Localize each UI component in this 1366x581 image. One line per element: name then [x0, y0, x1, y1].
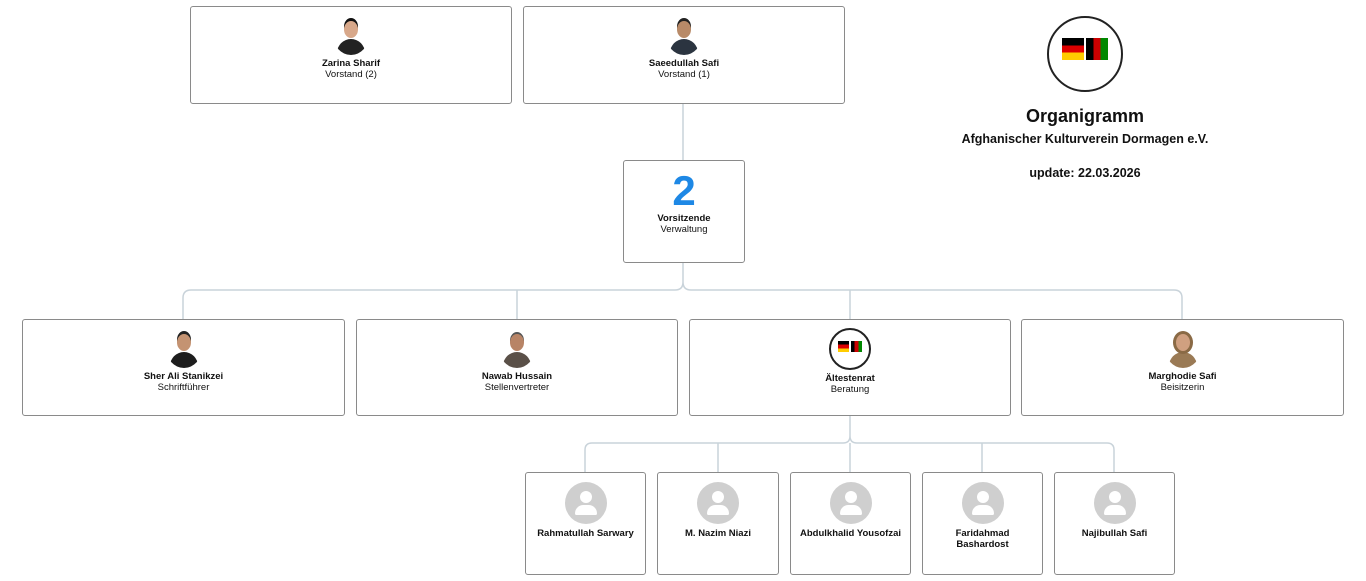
board-card-saeedullah[interactable]: Saeedullah Safi Vorstand (1) [523, 6, 845, 104]
person-name: Najibullah Safi [1081, 528, 1148, 539]
board-card-zarina[interactable]: Zarina Sharif Vorstand (2) [190, 6, 512, 104]
person-name: M. Nazim Niazi [685, 528, 751, 539]
user-placeholder-icon [829, 482, 872, 524]
avatar [499, 328, 535, 368]
avatar [666, 15, 702, 55]
person-role: Beratung [830, 384, 870, 395]
chair-role: Verwaltung [660, 224, 708, 235]
elder-card[interactable]: Najibullah Safi [1054, 472, 1175, 575]
club-logo [1047, 16, 1123, 92]
person-role: Vorstand (2) [325, 69, 377, 80]
person-name: Saeedullah Safi [648, 58, 720, 69]
club-logo [829, 328, 871, 370]
avatar [166, 328, 202, 368]
person-name: Marghodie Safi [1148, 371, 1217, 382]
member-card[interactable]: Sher Ali Stanikzei Schriftführer [22, 319, 345, 416]
person-name: Nawab Hussain [481, 371, 553, 382]
elder-card[interactable]: Faridahmad Bashardost [922, 472, 1043, 575]
avatar [333, 15, 369, 55]
page-subtitle: Afghanischer Kulturverein Dormagen e.V. [961, 132, 1209, 146]
person-name: Abdulkhalid Yousofzai [800, 528, 901, 539]
user-placeholder-icon [564, 482, 607, 524]
person-name: Faridahmad Bashardost [955, 528, 1010, 550]
person-role: Vorstand (1) [658, 69, 710, 80]
elder-card[interactable]: M. Nazim Niazi [657, 472, 779, 575]
person-role: Stellenvertreter [484, 382, 550, 393]
user-placeholder-icon [697, 482, 739, 524]
header: Organigramm Afghanischer Kulturverein Do… [940, 16, 1230, 180]
elder-card[interactable]: Rahmatullah Sarwary [525, 472, 646, 575]
person-name: Zarina Sharif [321, 58, 381, 69]
chair-card[interactable]: 2 Vorsitzende Verwaltung [623, 160, 745, 263]
chair-name: Vorsitzende [657, 213, 711, 224]
person-name: Sher Ali Stanikzei [143, 371, 224, 382]
chair-count: 2 [672, 167, 696, 214]
update-date: update: 22.03.2026 [1029, 166, 1141, 180]
member-card[interactable]: Marghodie Safi Beisitzerin [1021, 319, 1344, 416]
person-role: Beisitzerin [1160, 382, 1205, 393]
avatar [1165, 328, 1201, 368]
elder-card[interactable]: Abdulkhalid Yousofzai [790, 472, 911, 575]
person-role: Schriftführer [157, 382, 210, 393]
member-card[interactable]: Nawab Hussain Stellenvertreter [356, 319, 678, 416]
user-placeholder-icon [1093, 482, 1136, 524]
user-placeholder-icon [961, 482, 1004, 524]
person-name: Ältestenrat [825, 373, 875, 384]
person-name: Rahmatullah Sarwary [537, 528, 634, 539]
page-title: Organigramm [1025, 106, 1145, 126]
member-card[interactable]: Ältestenrat Beratung [689, 319, 1011, 416]
